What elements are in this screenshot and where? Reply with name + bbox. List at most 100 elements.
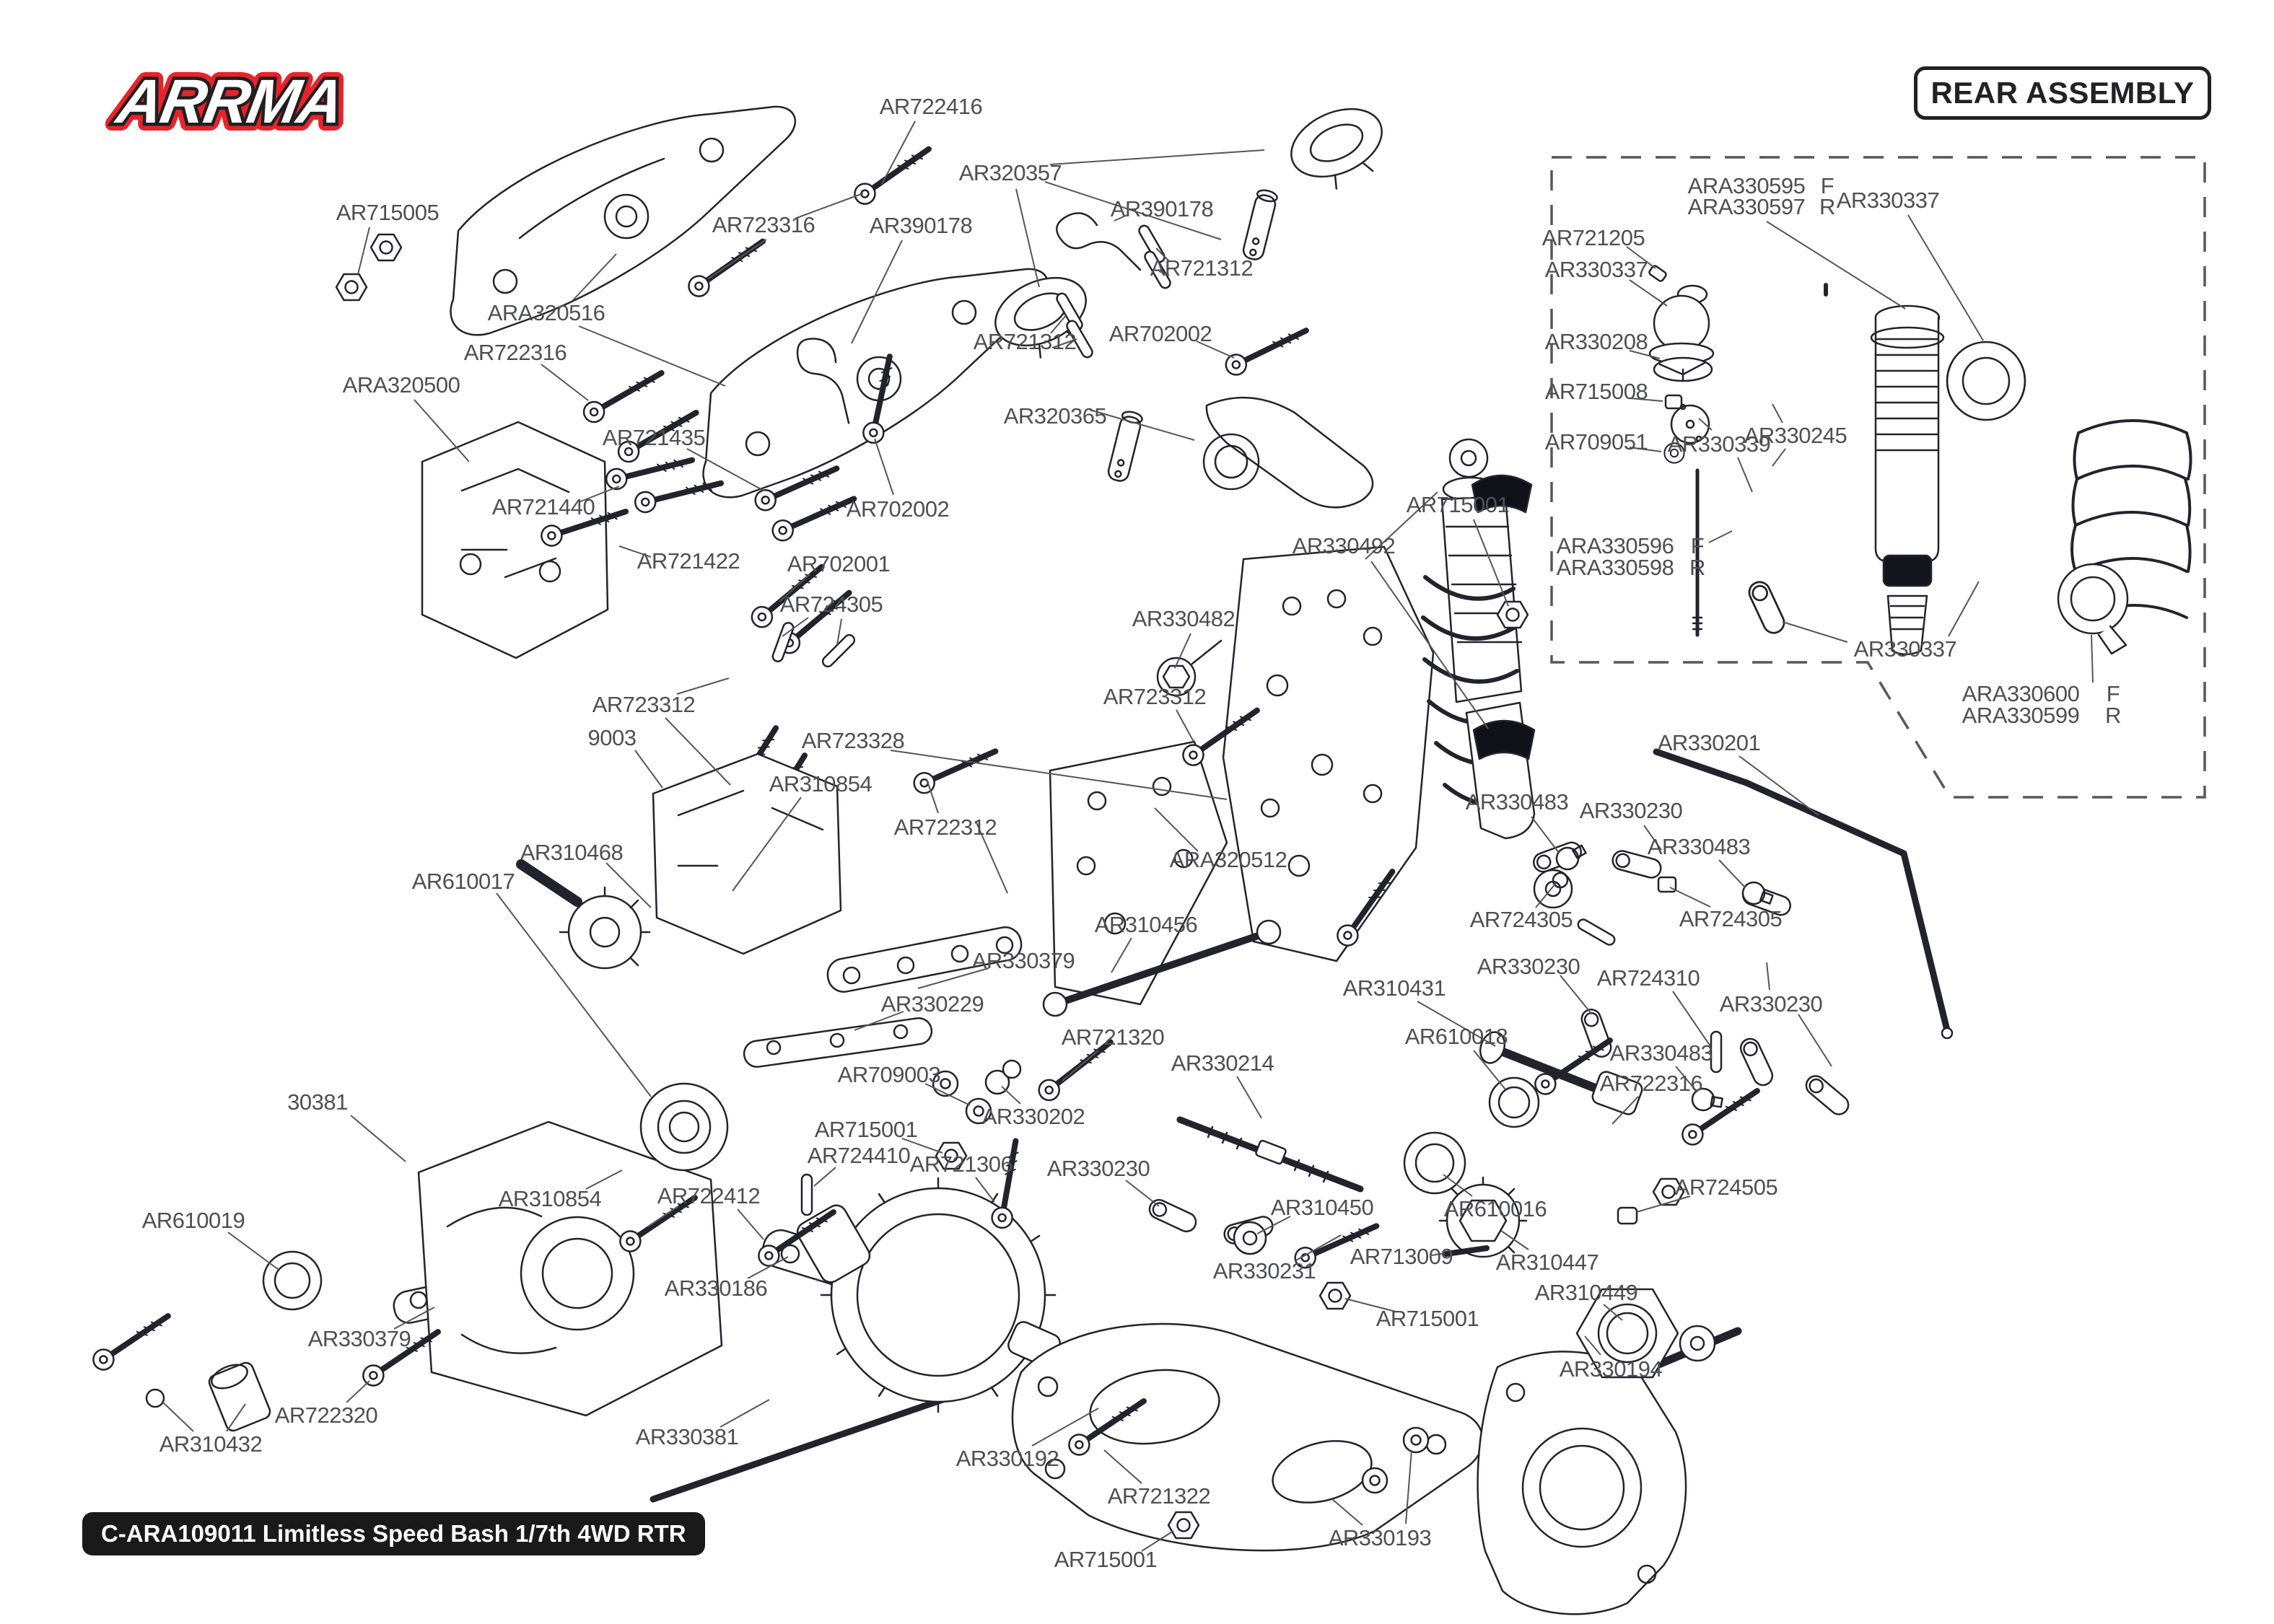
leader-line — [1114, 214, 1128, 221]
leader-line — [1948, 581, 1980, 637]
leader-line — [975, 1177, 995, 1203]
leader-line — [1031, 1408, 1099, 1447]
rod-end-icon — [1736, 1035, 1777, 1089]
bottom-left-hardware — [145, 1059, 1540, 1432]
leader-line — [1669, 887, 1711, 908]
leader-line — [1766, 221, 1906, 310]
leader-line — [1737, 457, 1753, 493]
chassis-plate-drawing — [1049, 740, 1228, 1006]
leader-line — [346, 1380, 370, 1403]
leader-line — [881, 120, 916, 185]
leader-line — [1560, 975, 1593, 1015]
leader-line — [1698, 418, 1713, 431]
set-screw-icon — [1657, 876, 1677, 893]
screw-icons — [89, 141, 1763, 1459]
leader-line — [1331, 1498, 1363, 1526]
wheel-hub-hardware-drawing — [1233, 1131, 1679, 1379]
leader-line — [686, 448, 764, 491]
leader-line — [924, 1083, 971, 1106]
cvd-axle-drawing — [1479, 1031, 1643, 1115]
leader-line — [1636, 1195, 1691, 1213]
shock-absorber-drawing — [1421, 438, 1573, 909]
leader-line — [1535, 882, 1557, 908]
suspension-mount-plate-upper-drawing — [450, 105, 797, 336]
leader-line — [585, 1169, 623, 1190]
leader-line — [1196, 341, 1235, 359]
inset-shock-parts-drawing — [1648, 265, 2192, 656]
leader-line — [1772, 448, 1786, 467]
rod-end-icon — [1609, 848, 1664, 881]
leader-line — [1125, 1180, 1160, 1207]
leader-line — [1154, 807, 1199, 852]
leader-line — [1718, 859, 1746, 888]
leader-line — [1782, 621, 1848, 643]
arrma-logo: ARRMA ARRMA — [76, 56, 386, 144]
leader-line — [1675, 1066, 1698, 1093]
leader-line — [782, 617, 809, 637]
leader-line — [1672, 991, 1711, 1047]
leader-line — [1236, 1076, 1262, 1119]
body-clip-icon — [1051, 209, 1148, 271]
leader-line — [926, 778, 939, 814]
leader-line — [227, 1232, 279, 1270]
leader-line — [1766, 962, 1770, 991]
body-pad-icon — [1280, 95, 1399, 202]
leader-line — [1473, 519, 1509, 607]
leader-line — [605, 862, 652, 908]
leader-line — [854, 1011, 904, 1031]
leader-line — [2091, 634, 2094, 683]
leader-line — [496, 892, 652, 1097]
leader-line — [901, 1138, 943, 1154]
leader-line — [1629, 447, 1662, 452]
leader-line — [1049, 149, 1265, 165]
leader-line — [1531, 816, 1560, 853]
driveshaft-bone-drawing — [1042, 919, 1282, 1017]
leader-line — [1907, 214, 1984, 341]
leader-line — [1103, 1449, 1142, 1484]
hinge-pin-brace-drawing — [826, 926, 1023, 993]
leader-line — [747, 1256, 789, 1279]
hinge-pin-rod-drawing — [650, 1395, 950, 1503]
page-title-text: REAR ASSEMBLY — [1930, 76, 2195, 110]
diff-case-drawing — [652, 752, 842, 955]
sway-bar-drawing — [1653, 748, 1954, 1040]
leader-line — [572, 253, 617, 301]
set-screw-icon — [1552, 872, 1569, 889]
leader-line — [1044, 181, 1222, 240]
leader-line — [1089, 409, 1195, 441]
leader-line — [578, 486, 620, 503]
leader-line — [162, 1402, 194, 1432]
leader-line — [541, 364, 589, 401]
hub-carrier-drawing — [1477, 1351, 1687, 1615]
leader-lines — [162, 120, 2094, 1552]
steering-link-drawing — [1202, 396, 1374, 509]
leader-line — [874, 438, 894, 496]
leader-line — [1001, 1086, 1021, 1105]
leader-line — [1370, 561, 1489, 729]
leader-line — [1443, 1174, 1473, 1197]
leader-line — [1603, 1304, 1623, 1321]
leader-line — [1155, 247, 1170, 262]
leader-line — [1629, 279, 1668, 307]
leader-line — [1739, 755, 1819, 816]
leader-line — [737, 1208, 764, 1240]
leader-line — [890, 750, 1228, 800]
leader-line — [1626, 246, 1656, 269]
suspension-mount-plate-lower-drawing — [702, 268, 1049, 499]
gearbox-case-drawing — [417, 1120, 723, 1417]
leader-line — [393, 1307, 435, 1330]
leader-line — [1629, 398, 1663, 402]
leader-line — [1050, 314, 1067, 334]
leader-line — [676, 677, 730, 695]
leader-line — [665, 717, 731, 786]
leader-line — [1417, 1001, 1496, 1047]
bearing-drawing — [639, 1082, 729, 1172]
body-post-icon — [1241, 187, 1280, 263]
leader-line — [226, 1403, 246, 1432]
link-pin-icon — [1710, 1030, 1723, 1074]
inset-dashed-border — [1550, 156, 2206, 799]
leader-line — [350, 1115, 406, 1162]
leader-line — [1405, 1449, 1412, 1524]
leader-line — [1772, 403, 1783, 423]
